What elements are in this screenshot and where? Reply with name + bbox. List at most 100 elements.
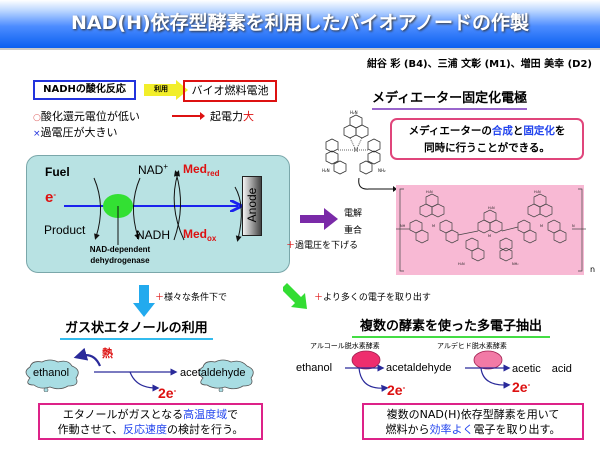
med-ox-label: Medox [183, 227, 216, 243]
svg-text:M: M [540, 224, 543, 228]
highlight-efficiency: 効率よく [429, 423, 474, 436]
electron-release-arrow [129, 371, 160, 392]
two-electron-label-2: 2e- [512, 379, 530, 395]
fuel-product-arrow [93, 177, 101, 240]
med-red-label: Medred [183, 162, 219, 178]
two-e-sup: - [402, 383, 406, 392]
text: 作動させて、 [57, 423, 124, 436]
use-label: 利用 [154, 85, 168, 93]
text: エタノールがガスとなる [62, 408, 184, 421]
advantage-text: 酸化還元電位が低い [40, 110, 140, 123]
med-arrow-2 [173, 170, 185, 241]
diagonal-arrow-icon [283, 283, 307, 309]
gas-ethanol-heading: ガス状エタノールの利用 [60, 317, 213, 340]
plus-icon: ＋ [155, 293, 165, 303]
ethanol-label: ethanol [33, 367, 70, 379]
authors: 紺谷 彩 (B4)、三浦 文彰 (M1)、増田 美幸 (D2) [366, 59, 592, 70]
multi-enzyme-arrows [345, 350, 511, 392]
mediator-box-line2: 同時に行うことができる。 [424, 142, 550, 154]
mediator-monomer-structure: M H₂N H₂N NH₂ [322, 110, 386, 175]
plus-icon: ＋ [314, 293, 324, 303]
nadh-oxidation-box: NADHの酸化反応 [33, 80, 136, 100]
gas-box-line1: エタノールがガスとなる高温度域で [40, 407, 261, 422]
polymerization-label: 重合 [344, 226, 363, 236]
med-ox-text: Med [183, 227, 207, 241]
text: を [554, 125, 566, 137]
disadvantage-text: 過電圧が大きい [40, 126, 118, 139]
text: 電子を取り出す。 [473, 423, 561, 436]
conditions-label: ＋様々な条件下で [155, 290, 227, 303]
electron-arrow-1 [358, 367, 389, 392]
nad-plus-label: NAD+ [138, 162, 168, 177]
electron-flow-diagram [64, 170, 290, 245]
gas-box-line2: 作動させて、反応速度の検討を行う。 [40, 422, 261, 437]
electron-text: e [45, 189, 54, 206]
med-red-text: Med [183, 162, 207, 176]
advantage-point: ○酸化還元電位が低い [33, 108, 140, 124]
two-e-text: 2e [512, 379, 528, 395]
nadh-label: NADH [136, 228, 171, 242]
electron-arrow-2 [480, 367, 511, 389]
mediator-description-box: メディエーターの合成と固定化を 同時に行うことができる。 [390, 118, 584, 160]
nad-sup: + [163, 162, 169, 171]
svg-text:N: N [572, 224, 575, 228]
two-e-text: 2e [158, 385, 174, 401]
cross-mark-icon: × [33, 129, 41, 139]
two-e-text: 2e [387, 382, 403, 398]
svg-text:NH: NH [400, 224, 406, 228]
electron-label: e- [45, 189, 56, 206]
reaction-arrows [73, 348, 178, 392]
mediator-box-line1: メディエーターの合成と固定化を [392, 123, 582, 140]
electron-sup: - [53, 190, 57, 199]
text: で [227, 408, 239, 421]
monomer-to-polymer-arrow-icon [358, 178, 397, 192]
svg-text:H₂N: H₂N [426, 190, 433, 194]
right-arrow-icon [172, 112, 205, 120]
acetic-acid-label: acetic acid [512, 363, 572, 375]
heat-label: 熱 [102, 347, 113, 360]
ethanol-label: ethanol [296, 362, 333, 374]
acetaldehyde-label: acetaldehyde [386, 362, 452, 374]
fuel-label: Fuel [45, 165, 70, 179]
med-ox-sub: ox [207, 234, 217, 243]
svg-text:M: M [354, 148, 358, 154]
multi-box-line1: 複数のNAD(H)依存型酵素を用いて [386, 408, 560, 421]
highlight-synthesis: 合成 [491, 125, 513, 137]
text: メディエーターの [408, 125, 492, 137]
nad-text: NAD [138, 163, 164, 177]
svg-text:H₂N: H₂N [458, 262, 465, 266]
page-title: NAD(H)依存型酵素を利用したバイオアノードの作製 [71, 12, 529, 34]
svg-text:NH₂: NH₂ [378, 168, 386, 173]
svg-text:H₂N: H₂N [534, 190, 541, 194]
svg-text:M: M [432, 224, 435, 228]
svg-text:H₂N: H₂N [322, 168, 330, 173]
result-text: 起電力 [210, 110, 243, 123]
svg-text:NH₂: NH₂ [512, 262, 519, 266]
title-bar [0, 0, 600, 50]
use-arrow-icon [144, 80, 188, 100]
two-electron-label: 2e- [158, 385, 176, 401]
ethanol-cloud [25, 359, 79, 392]
conditions-text: 様々な条件下で [164, 293, 228, 303]
alcohol-dehydrogenase-label: アルコール脱水素酵素 [310, 342, 380, 350]
overpotential-label: ＋過電圧を下げる [286, 238, 358, 251]
disadvantage-point: ×過電圧が大きい [33, 124, 118, 140]
process-arrow-icon [300, 208, 338, 230]
text: と [512, 125, 524, 137]
svg-text:H₂N: H₂N [350, 110, 358, 115]
anode-arrow [234, 186, 242, 242]
overpotential-text: 過電圧を下げる [295, 241, 359, 251]
adh-enzyme-ellipse [351, 350, 381, 370]
anode-electrode [242, 176, 262, 236]
more-electrons-label: ＋より多くの電子を取り出す [314, 290, 431, 303]
multi-box-line2: 燃料から効率よく電子を取り出す。 [364, 422, 582, 437]
result-emphasis: 大 [243, 110, 254, 123]
nad-nadh-arrow [133, 177, 141, 240]
polymer-n-label: n [590, 265, 596, 274]
med-arrow-1 [173, 170, 182, 241]
aldh-enzyme-ellipse [473, 350, 503, 370]
down-arrow-icon [133, 285, 155, 317]
svg-text:M: M [488, 234, 491, 238]
electrolysis-label: 電解 [344, 209, 363, 219]
